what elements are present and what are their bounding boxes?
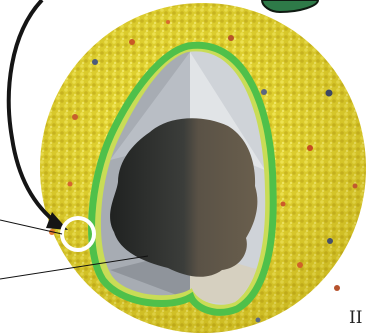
top-right-shape (262, 0, 318, 12)
panel-label: II (349, 308, 362, 328)
